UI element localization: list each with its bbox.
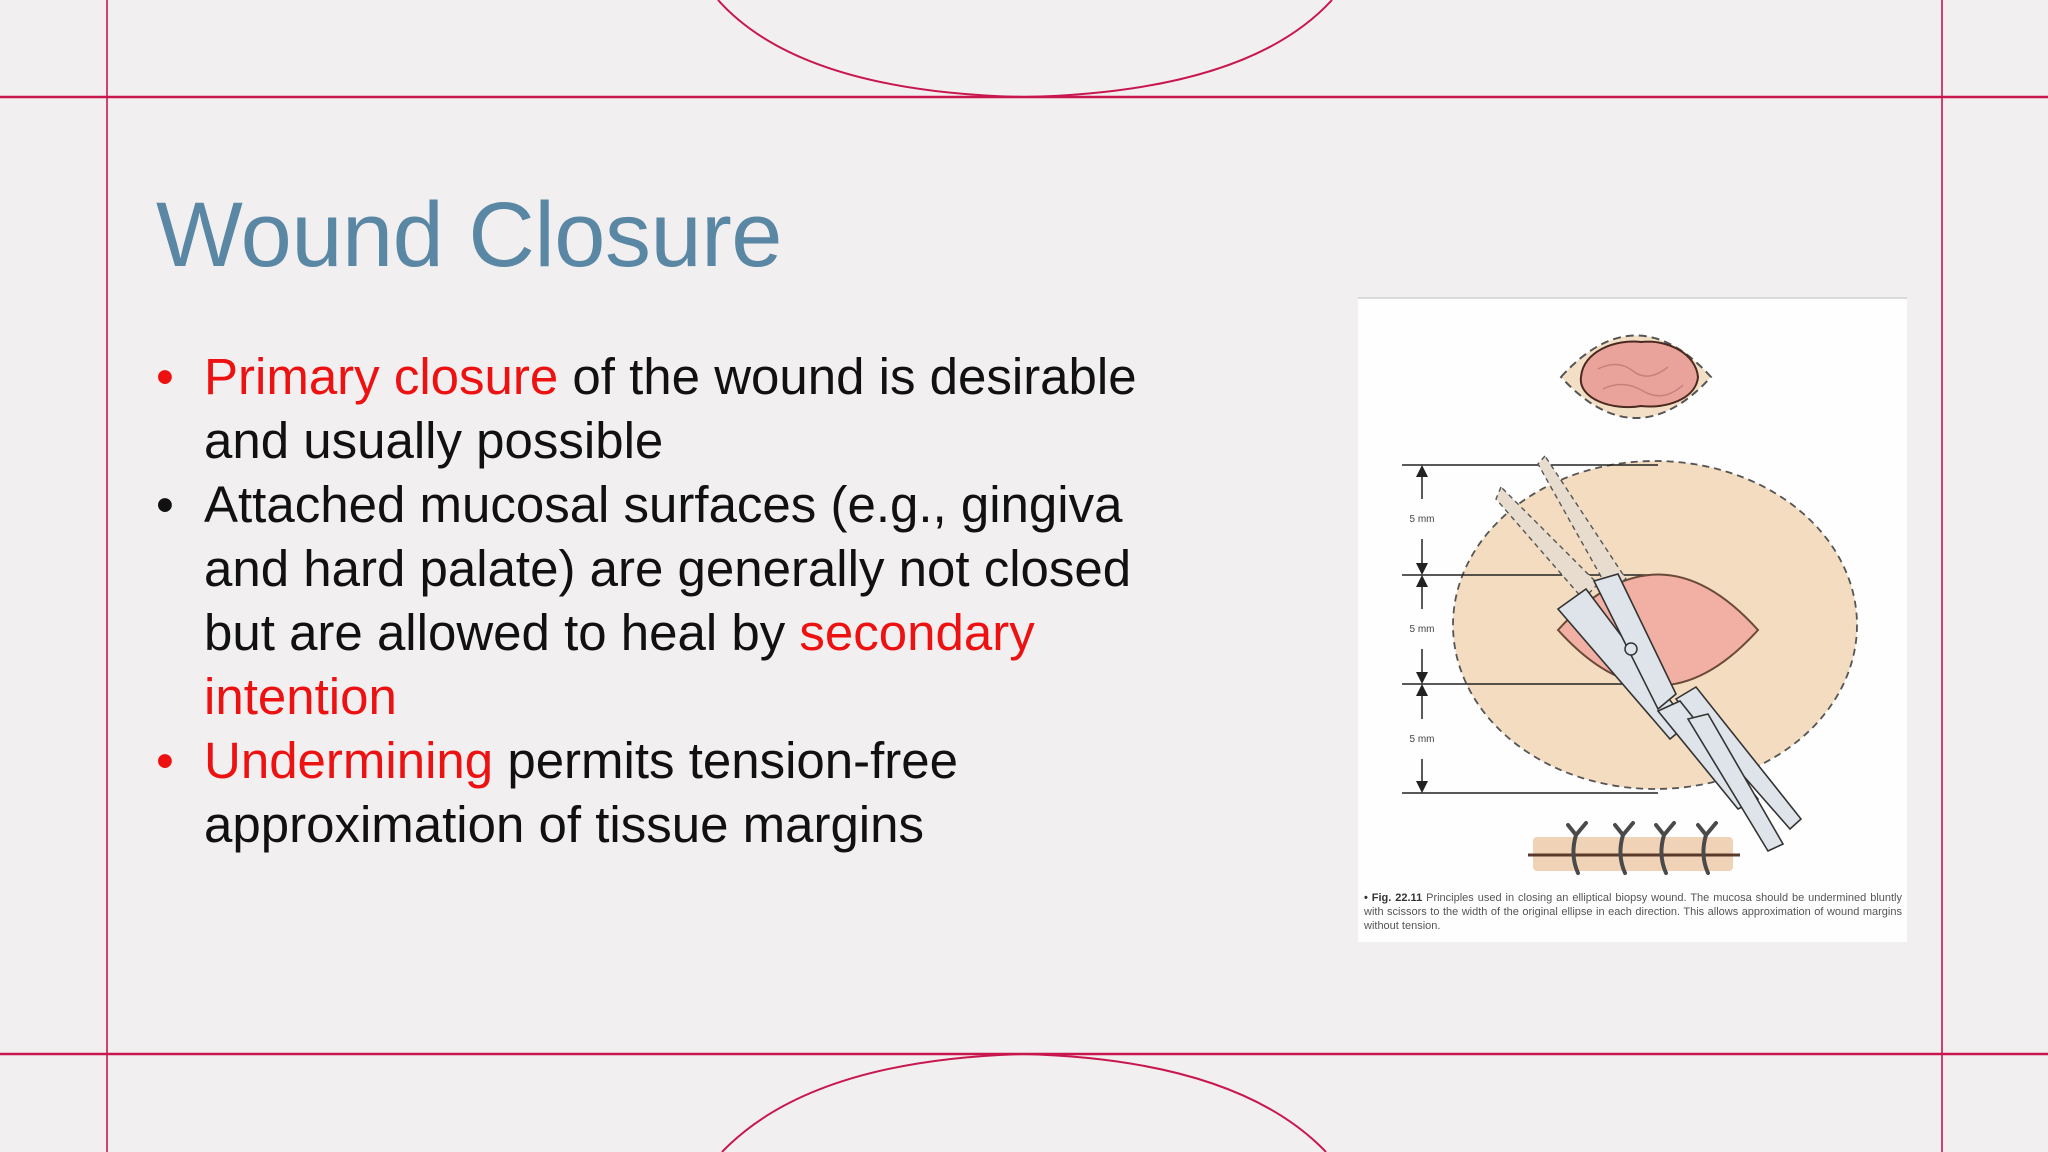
bullet-text: of the wound is desirable and usually po… [204,348,1137,469]
bullet-list: • Primary closure of the wound is desirab… [156,345,1216,857]
bullet-item: • Attached mucosal surfaces (e.g., gingiv… [156,473,1216,729]
bullet-text: Attached mucosal surfaces (e.g., gingiva… [204,476,1132,661]
lesion-ellipse-icon [1559,334,1713,419]
bullet-item: • Undermining permits tension-free approx… [156,729,1216,857]
slide-title: Wound Closure [156,184,782,286]
undermining-diagram: 5 mm 5 mm 5 mm [1402,454,1858,853]
highlight-term: secondary intention [204,604,1035,725]
bullet-dot: • [156,732,174,789]
bullet-dot: • [156,348,174,405]
svg-text:5 mm: 5 mm [1410,734,1435,745]
svg-text:5 mm: 5 mm [1410,514,1435,525]
figure-label: • Fig. 22.11 [1364,892,1423,904]
elliptical-biopsy-illustration: 5 mm 5 mm 5 mm [1402,334,1858,875]
bullet-text: permits tension-free approximation of ti… [204,732,959,853]
highlight-term: Undermining [204,732,494,789]
bullet-dot: • [156,476,174,533]
wound-closure-figure: 5 mm 5 mm 5 mm [1358,297,1907,942]
svg-text:5 mm: 5 mm [1410,624,1435,635]
figure-caption: • Fig. 22.11 Principles used in closing … [1364,891,1902,933]
figure-caption-text: Principles used in closing an elliptical… [1364,892,1902,932]
sutured-wound-icon [1528,821,1740,875]
bullet-item: • Primary closure of the wound is desirab… [156,345,1216,473]
highlight-term: Primary closure [204,348,559,405]
